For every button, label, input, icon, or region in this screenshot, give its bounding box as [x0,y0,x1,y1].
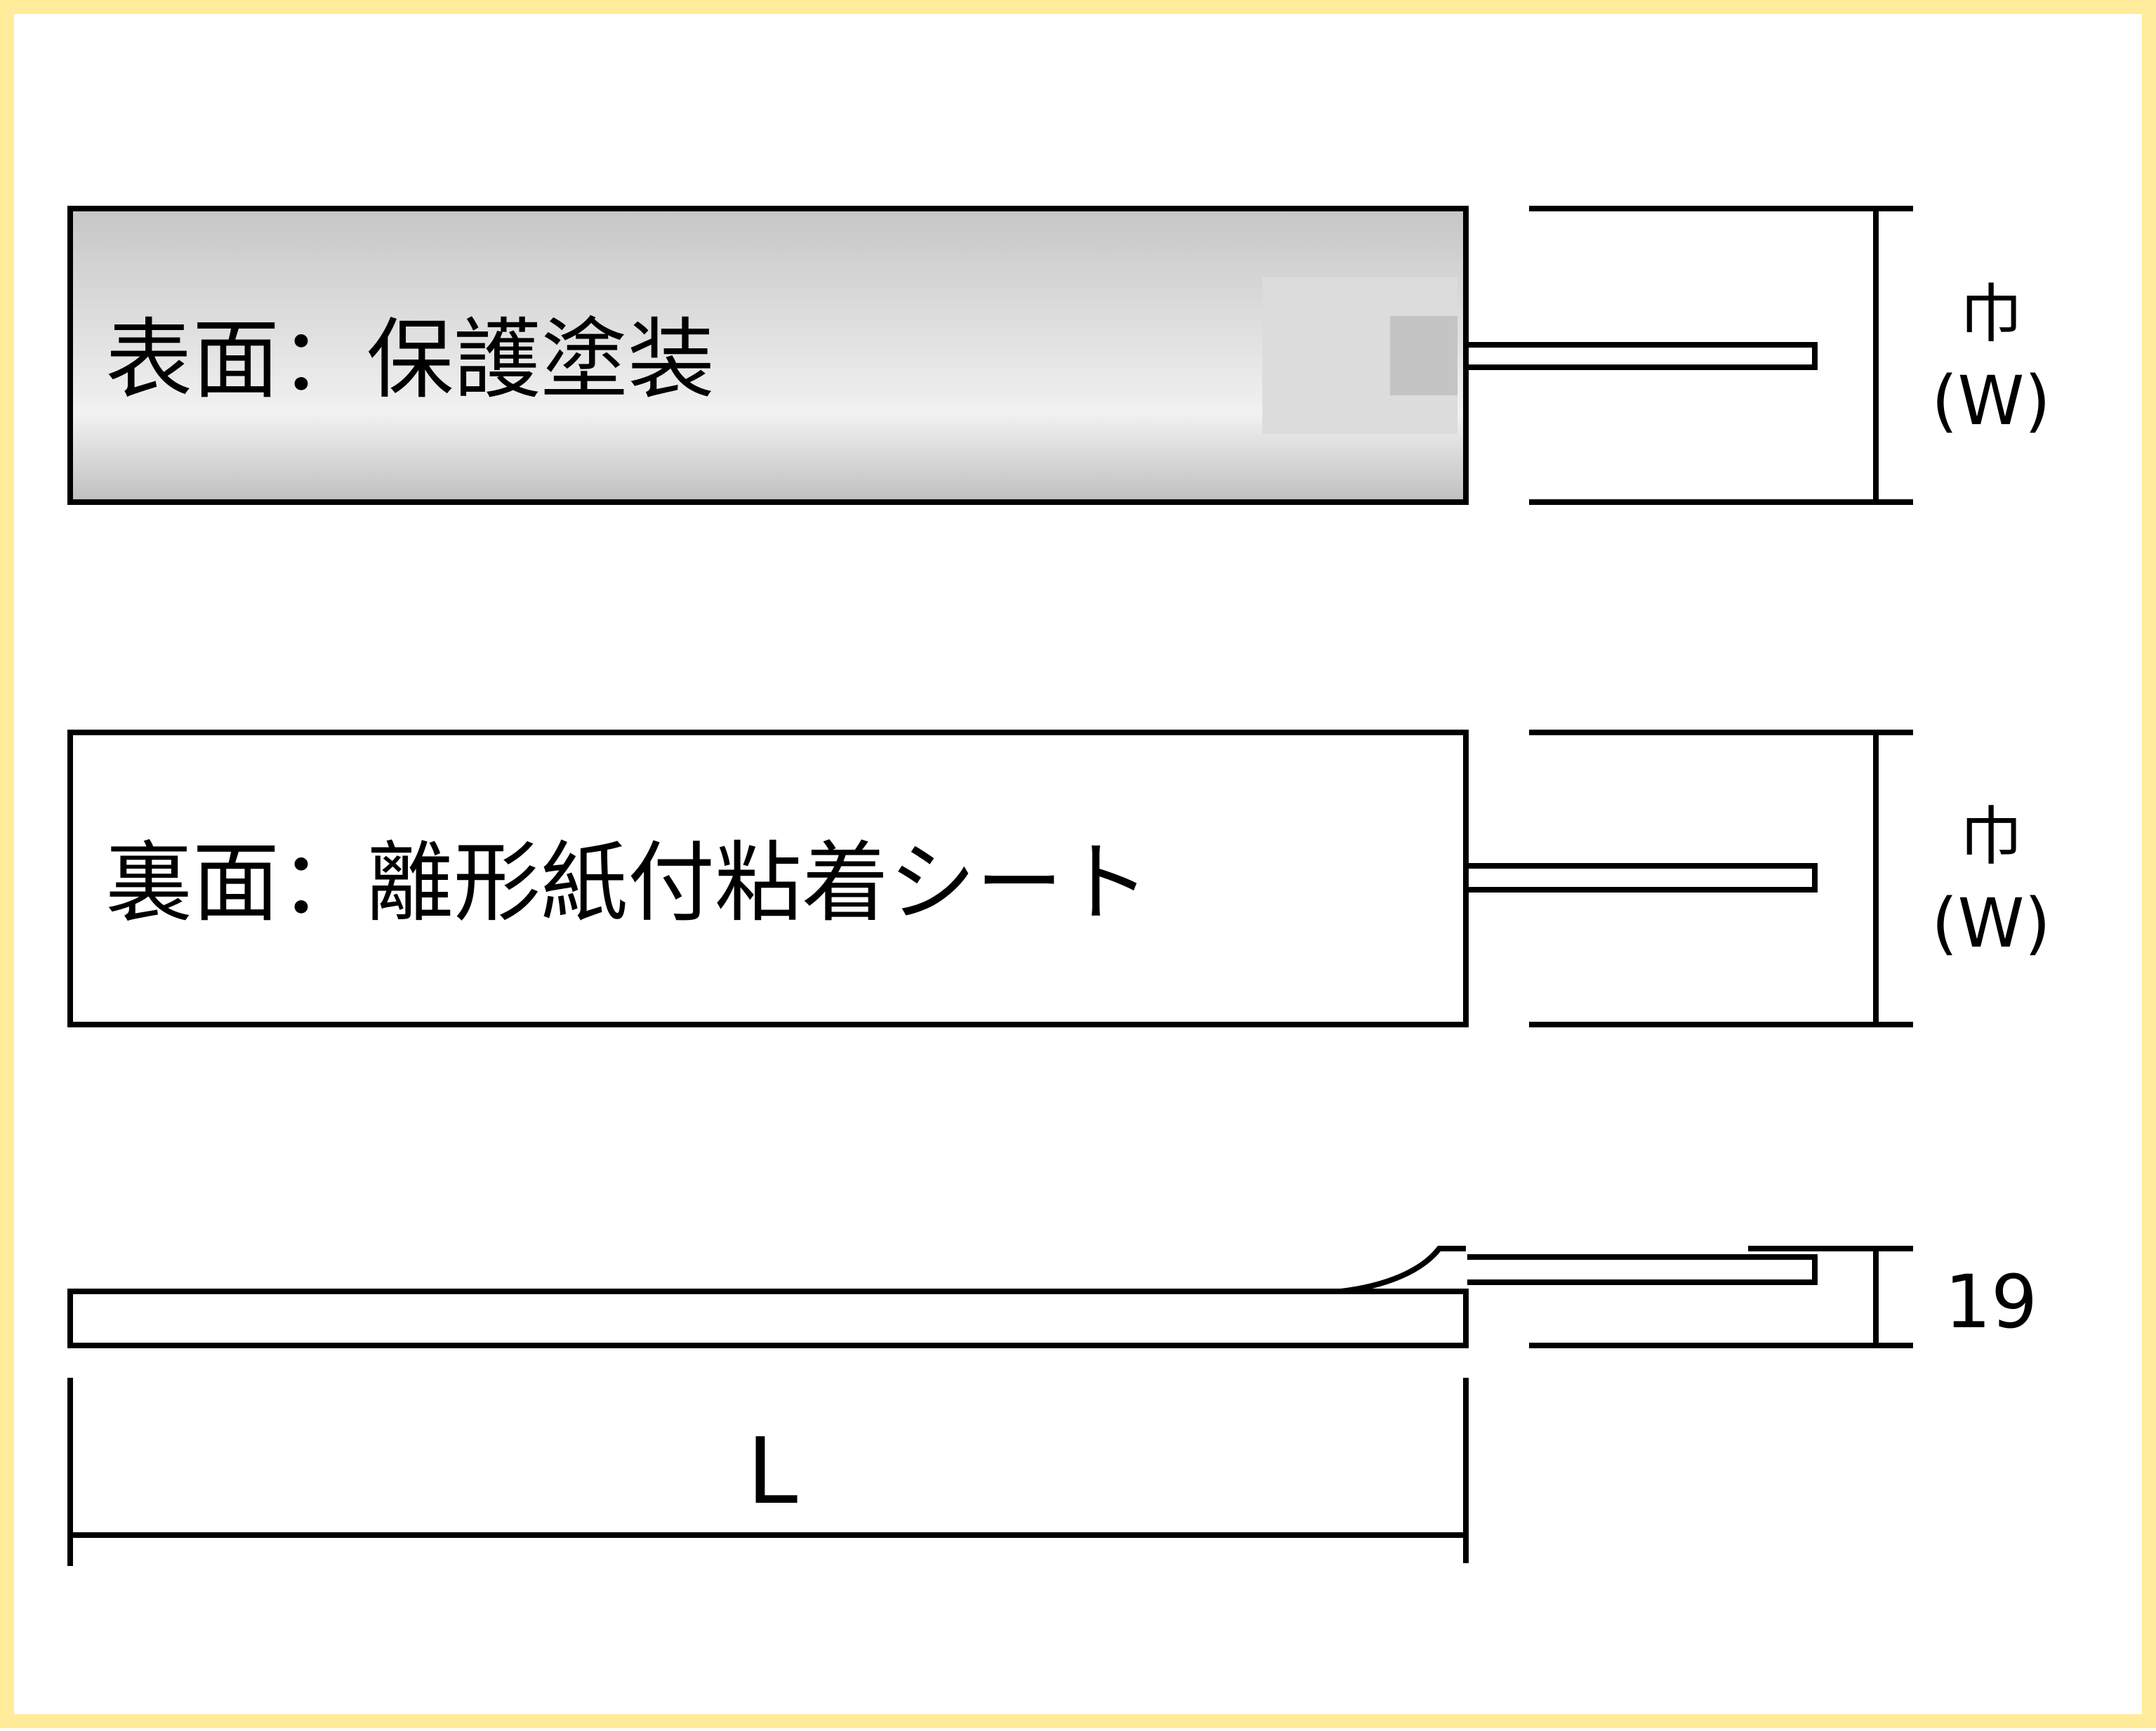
front-width-label: 巾 [1959,277,2023,351]
thickness-label: 19 [1945,1259,2037,1345]
side-profile [67,1289,1469,1348]
back-face-view: 裏面：離形紙付粘着シート 巾 (W) [67,730,2051,1027]
front-edge-profile [1467,342,1818,370]
front-width-symbol: (W) [1931,362,2051,440]
front-face-label: 表面：保護塗装 [105,310,715,411]
release-paper-peel [1340,1246,1466,1294]
front-face-view: 表面：保護塗装 巾 (W) [67,206,2051,505]
back-width-symbol: (W) [1931,884,2051,963]
back-panel [67,730,1469,1027]
back-edge-profile [1467,863,1818,893]
length-label: L [747,1418,798,1525]
side-edge-profile [1467,1254,1818,1285]
back-width-label: 巾 [1959,800,2023,874]
side-view: 19 L [67,1246,2037,1566]
back-face-label: 裏面：離形紙付粘着シート [105,833,1150,934]
front-panel-shade [1390,316,1457,395]
front-panel [67,206,1469,505]
